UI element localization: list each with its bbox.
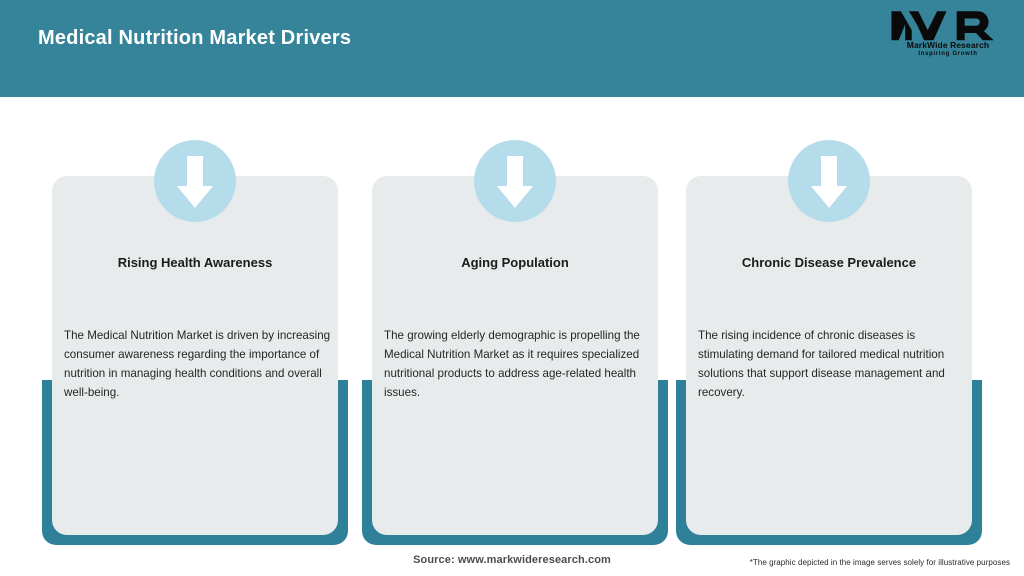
page-title: Medical Nutrition Market Drivers (38, 27, 352, 49)
card-body-text: The growing elderly demographic is prope… (384, 329, 640, 399)
arrow-down-glyph (811, 156, 847, 208)
card-body-text: The rising incidence of chronic diseases… (698, 329, 945, 399)
card-heading: Aging Population (461, 255, 569, 270)
arrow-down-glyph (497, 156, 533, 208)
header-bar: Medical Nutrition Market Drivers MarkWid… (0, 0, 1024, 97)
card-body-text: The Medical Nutrition Market is driven b… (64, 329, 331, 399)
disclaimer-text: *The graphic depicted in the image serve… (749, 558, 1010, 567)
card-heading: Chronic Disease Prevalence (741, 255, 917, 270)
driver-card-2[interactable]: Aging Population The growing elderly dem… (362, 140, 668, 545)
card-panel: Aging Population The growing elderly dem… (372, 176, 658, 535)
card-heading: Rising Health Awareness (117, 255, 273, 270)
brand-logo: MarkWide Research Inspiring Growth (890, 8, 1006, 66)
arrow-down-icon (788, 140, 870, 222)
logo-company-name: MarkWide Research (906, 40, 990, 50)
arrow-down-glyph (177, 156, 213, 208)
card-panel: Chronic Disease Prevalence The rising in… (686, 176, 972, 535)
arrow-down-icon (154, 140, 236, 222)
driver-card-3[interactable]: Chronic Disease Prevalence The rising in… (676, 140, 982, 545)
arrow-down-icon (474, 140, 556, 222)
source-label: Source: www.markwideresearch.com (413, 554, 611, 566)
driver-card-1[interactable]: Rising Health Awareness The Medical Nutr… (42, 140, 348, 545)
logo-tagline: Inspiring Growth (918, 51, 978, 57)
card-panel: Rising Health Awareness The Medical Nutr… (52, 176, 338, 535)
mwr-logo-icon (891, 11, 994, 41)
